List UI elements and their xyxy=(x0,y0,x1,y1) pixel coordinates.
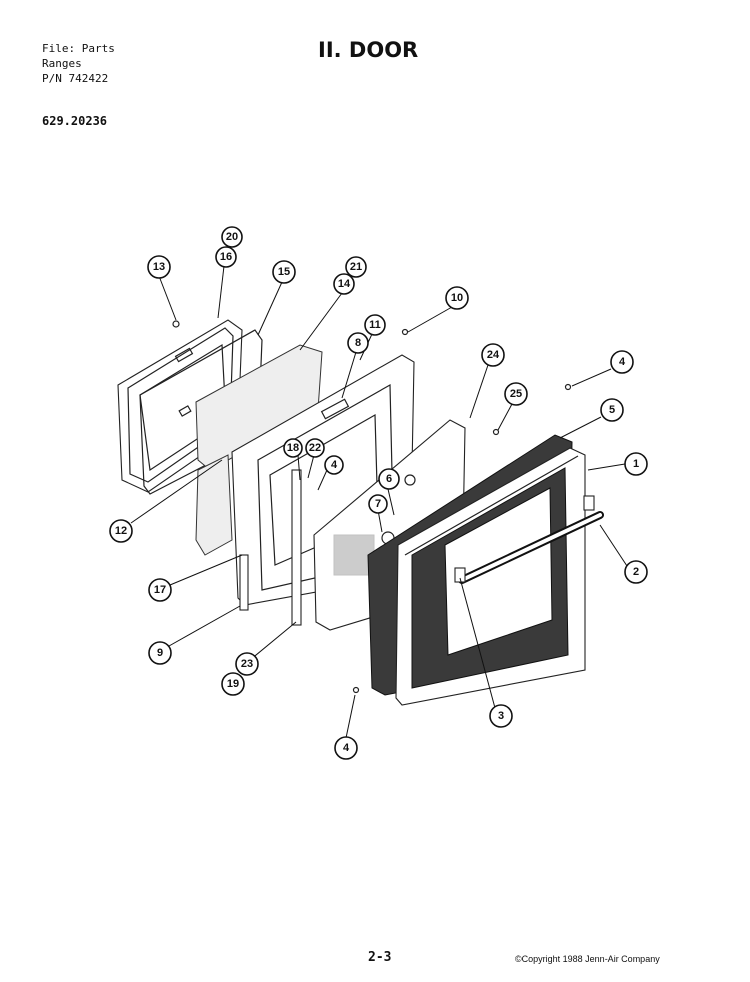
svg-text:4: 4 xyxy=(331,459,338,471)
svg-text:15: 15 xyxy=(278,266,290,278)
svg-text:9: 9 xyxy=(157,647,163,659)
callout-9: 9 xyxy=(148,641,172,665)
screw-parts xyxy=(172,320,572,694)
callout-4b: 4 xyxy=(324,455,344,475)
callout-7: 7 xyxy=(368,494,388,514)
callout-16: 16 xyxy=(215,246,237,268)
callout-24: 24 xyxy=(481,343,505,367)
svg-text:1: 1 xyxy=(633,458,639,470)
svg-text:21: 21 xyxy=(350,261,362,273)
file-line: File: Parts xyxy=(42,42,115,55)
callout-20: 20 xyxy=(221,226,243,248)
callout-8: 8 xyxy=(347,332,369,354)
svg-text:24: 24 xyxy=(487,349,500,361)
svg-text:4: 4 xyxy=(619,356,626,368)
svg-text:25: 25 xyxy=(510,388,522,400)
model-code: 629.20236 xyxy=(42,114,108,128)
callout-11: 11 xyxy=(364,314,386,336)
copyright-notice: ©Copyright 1988 Jenn-Air Company xyxy=(515,954,660,964)
svg-text:20: 20 xyxy=(226,231,238,243)
outer-door-frame-part xyxy=(395,447,586,706)
callout-15: 15 xyxy=(272,260,296,284)
svg-text:19: 19 xyxy=(227,678,239,690)
svg-text:10: 10 xyxy=(451,292,463,304)
svg-text:18: 18 xyxy=(287,442,299,454)
callout-4a: 4 xyxy=(610,350,634,374)
svg-text:16: 16 xyxy=(220,251,232,263)
insulation-part xyxy=(195,344,323,556)
svg-text:8: 8 xyxy=(355,337,361,349)
page-title: II. DOOR xyxy=(318,38,419,62)
svg-text:2: 2 xyxy=(633,566,639,578)
svg-text:5: 5 xyxy=(609,404,615,416)
svg-text:11: 11 xyxy=(369,319,381,331)
callout-25: 25 xyxy=(504,382,528,406)
svg-text:3: 3 xyxy=(498,710,504,722)
callout-3: 3 xyxy=(489,704,513,728)
callout-5: 5 xyxy=(600,398,624,422)
svg-text:14: 14 xyxy=(338,278,351,290)
callout-14: 14 xyxy=(333,273,355,295)
leader-lines xyxy=(130,265,628,739)
category-line: Ranges xyxy=(42,57,82,70)
file-info: File: Parts Ranges P/N 742422 xyxy=(42,41,115,86)
handle-part xyxy=(454,495,604,584)
svg-text:6: 6 xyxy=(386,473,392,485)
callout-19: 19 xyxy=(221,672,245,696)
callout-4c: 4 xyxy=(334,736,358,760)
callout-6: 6 xyxy=(378,468,400,490)
callout-18: 18 xyxy=(283,438,303,458)
svg-text:7: 7 xyxy=(375,498,381,510)
svg-text:4: 4 xyxy=(343,742,350,754)
part-number-line: P/N 742422 xyxy=(42,72,109,85)
callout-1: 1 xyxy=(624,452,648,476)
svg-text:17: 17 xyxy=(154,584,166,596)
callout-13: 13 xyxy=(147,255,171,279)
callout-22: 22 xyxy=(305,438,325,458)
svg-text:12: 12 xyxy=(115,525,127,537)
svg-text:13: 13 xyxy=(153,261,165,273)
callout-23: 23 xyxy=(235,652,259,676)
svg-text:22: 22 xyxy=(309,442,321,454)
callout-2: 2 xyxy=(624,560,648,584)
svg-text:23: 23 xyxy=(241,658,253,670)
callout-17: 17 xyxy=(148,578,172,602)
callout-10: 10 xyxy=(445,286,469,310)
callout-12: 12 xyxy=(109,519,133,543)
callout-21: 21 xyxy=(345,256,367,278)
hinge-trim-part xyxy=(239,469,302,626)
page-number: 2-3 xyxy=(368,950,392,965)
